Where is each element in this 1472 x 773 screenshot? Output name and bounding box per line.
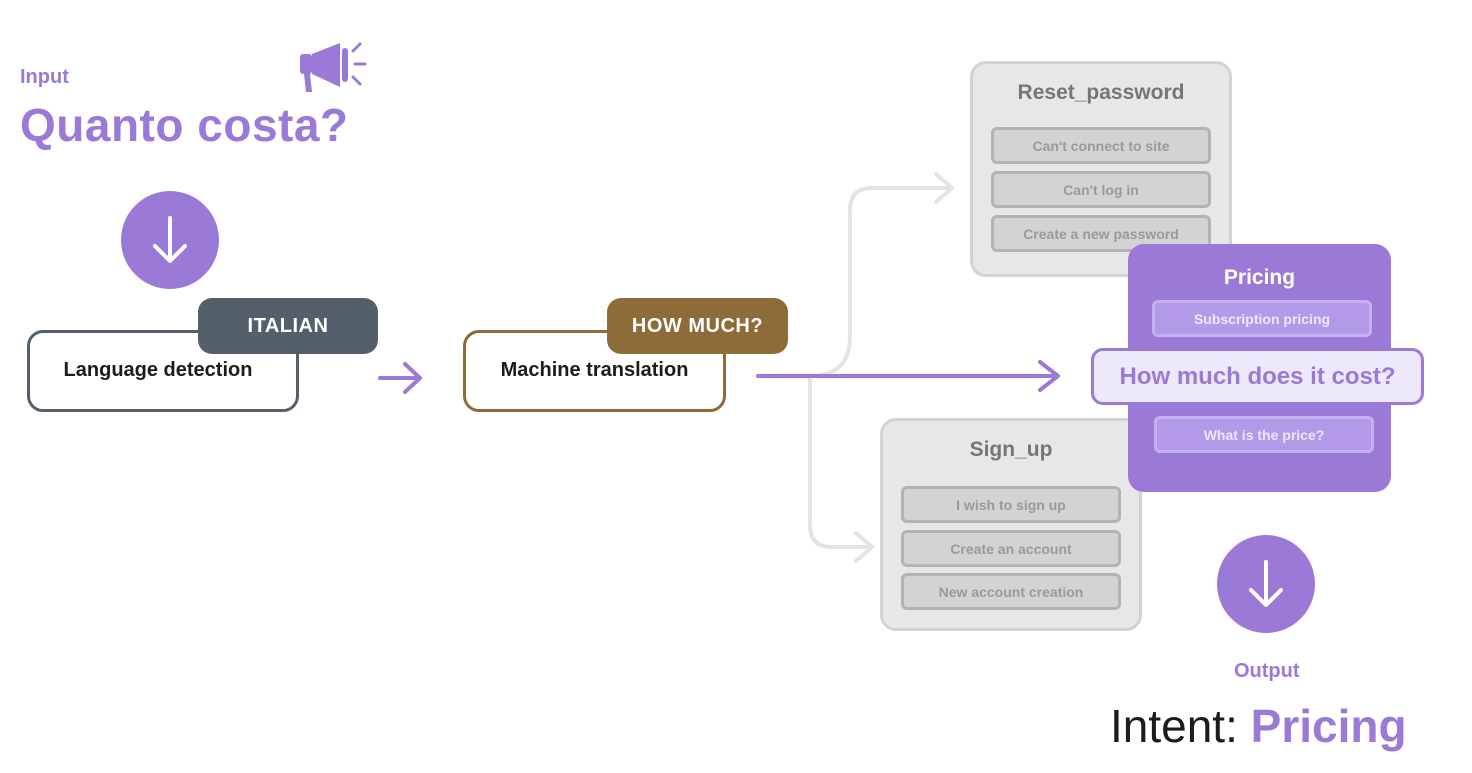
connector-to-reset-password xyxy=(808,186,950,378)
output-label: Output xyxy=(1234,660,1300,682)
italian-tag: ITALIAN xyxy=(198,298,378,354)
sign-up-panel: Sign_up I wish to sign up Create an acco… xyxy=(880,418,1142,631)
arrowhead-detect-to-translate xyxy=(403,362,422,394)
language-detection-label: Language detection xyxy=(63,358,253,381)
arrow-down-circle-input xyxy=(121,191,219,289)
pricing-example: What is the price? xyxy=(1154,416,1374,453)
matched-phrase: How much does it cost? xyxy=(1091,348,1424,405)
arrow-down-icon xyxy=(1249,560,1283,607)
sign-up-title: Sign_up xyxy=(969,438,1053,461)
output-result: Intent: Pricing xyxy=(1110,699,1407,753)
arrow-down-circle-output xyxy=(1217,535,1315,633)
reset-password-example: Can't connect to site xyxy=(991,127,1211,164)
sign-up-example: New account creation xyxy=(901,573,1121,610)
input-text: Quanto costa? xyxy=(20,99,349,151)
arrow-down-icon xyxy=(153,216,187,263)
arrowhead-sign-up xyxy=(854,531,874,563)
reset-password-panel: Reset_password Can't connect to site Can… xyxy=(970,61,1232,277)
machine-translation-label: Machine translation xyxy=(500,358,689,381)
arrowhead-reset-password xyxy=(934,172,954,204)
arrowhead-translate-to-pricing xyxy=(1038,360,1060,392)
sign-up-example: Create an account xyxy=(901,530,1121,567)
how-much-tag: HOW MUCH? xyxy=(607,298,788,354)
input-label: Input xyxy=(20,66,69,88)
output-intent: Pricing xyxy=(1250,700,1407,752)
sign-up-example: I wish to sign up xyxy=(901,486,1121,523)
reset-password-example: Can't log in xyxy=(991,171,1211,208)
reset-password-example: Create a new password xyxy=(991,215,1211,252)
pricing-example: Subscription pricing xyxy=(1152,300,1372,337)
pricing-title: Pricing xyxy=(1223,266,1296,289)
output-prefix: Intent: xyxy=(1110,700,1238,752)
megaphone-icon xyxy=(300,42,367,92)
connector-to-sign-up xyxy=(808,374,870,549)
reset-password-title: Reset_password xyxy=(1017,81,1185,104)
